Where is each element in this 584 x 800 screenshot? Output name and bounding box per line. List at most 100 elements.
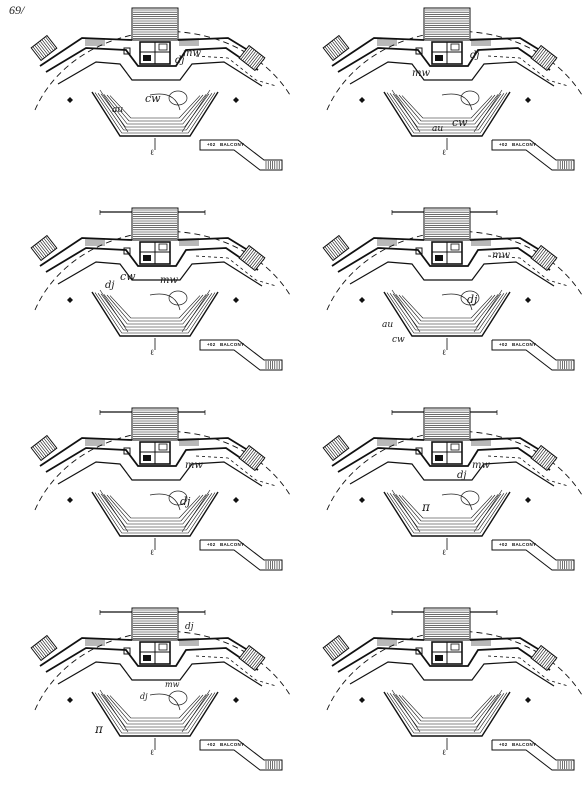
stair-hatch: [249, 653, 260, 667]
stair-hatch: [244, 449, 255, 463]
stair-hatch: [36, 43, 47, 57]
control-room: [415, 41, 463, 65]
stair-hatch: [36, 243, 47, 257]
stair-hatch: [245, 250, 257, 264]
stair-hatch: [245, 450, 257, 464]
left-stair-tower: [322, 234, 350, 262]
diamond-marker: [233, 297, 239, 303]
stair-hatch: [242, 448, 253, 461]
stair-hatch: [39, 240, 51, 254]
stair-hatch: [247, 52, 259, 66]
stair-hatch: [324, 46, 335, 60]
balcony-tag: +02: [207, 342, 216, 347]
stair-hatch: [537, 650, 549, 664]
centerline-label: ℓ: [442, 348, 446, 357]
diamond-marker: [525, 297, 531, 303]
centerline-label: ℓ: [442, 748, 446, 757]
stair-hatch: [242, 248, 253, 261]
stair-hatch: [45, 436, 56, 450]
stair-hatch: [32, 446, 43, 460]
balcony-outline: [491, 139, 575, 171]
stair-hatch: [247, 652, 259, 666]
plan-drawing: [30, 7, 291, 171]
seating-tiers: [91, 689, 219, 737]
diamond-marker: [525, 497, 531, 503]
balcony-label: BALCONY: [220, 542, 245, 547]
stair-hatch: [242, 48, 253, 61]
pen-annotations: [149, 290, 188, 311]
balcony-outline: [199, 139, 283, 171]
stair-hatch: [328, 643, 339, 657]
balcony-outline: [199, 739, 283, 771]
stair-hatch: [45, 236, 56, 250]
right-stair-tower: [530, 444, 558, 472]
handwritten-note: π: [95, 722, 103, 736]
stair-hatch: [536, 249, 547, 263]
handwritten-note: dj: [457, 470, 467, 481]
stair-hatch: [247, 452, 259, 466]
stair-hatch: [329, 42, 341, 56]
stair-hatch: [249, 253, 260, 267]
plan-drawing: [30, 407, 291, 571]
stair-hatch: [326, 245, 337, 258]
stair-hatch: [333, 439, 344, 453]
stair-hatch: [251, 655, 262, 669]
stair-hatch: [333, 639, 344, 653]
centerline-label: ℓ: [442, 548, 446, 557]
stair-hatch: [543, 455, 554, 469]
handwritten-note: dj: [470, 50, 480, 61]
diamond-marker: [359, 97, 365, 103]
stair-hatch: [335, 237, 346, 251]
stair-hatch: [329, 442, 341, 456]
handwritten-note: dj: [180, 495, 191, 508]
left-stair-tower: [30, 634, 58, 662]
pen-annotations: [441, 290, 480, 311]
stair-hatch: [543, 255, 554, 269]
diamond-marker: [67, 97, 73, 103]
stair-hatch: [532, 246, 543, 260]
plan-drawing: [30, 607, 291, 771]
handwritten-note: dj: [105, 280, 115, 291]
handwritten-note: dj: [175, 55, 185, 66]
balcony-outline: [491, 539, 575, 571]
handwritten-note: mw: [183, 48, 202, 59]
stage-block: [131, 607, 179, 641]
stair-hatch: [532, 446, 543, 460]
balcony-label: BALCONY: [220, 142, 245, 147]
plan-drawing: [322, 7, 583, 171]
balcony-tag: +02: [499, 142, 508, 147]
stair-hatch: [249, 453, 260, 467]
stair-hatch: [36, 443, 47, 457]
handwritten-note: au: [382, 320, 394, 330]
left-stair-tower: [30, 34, 58, 62]
pen-annotations: [441, 90, 480, 111]
centerline-label: ℓ: [442, 148, 446, 157]
diamond-marker: [525, 97, 531, 103]
stair-hatch: [34, 645, 45, 658]
stair-hatch: [532, 46, 543, 60]
diamond-marker: [233, 697, 239, 703]
centerline-label: ℓ: [150, 348, 154, 357]
stair-hatch: [242, 648, 253, 661]
stair-hatch: [45, 36, 56, 50]
stair-hatch: [539, 52, 551, 66]
control-room: [123, 41, 171, 65]
stair-hatch: [324, 246, 335, 260]
stair-hatch: [41, 439, 52, 453]
stair-hatch: [335, 37, 346, 51]
balcony-label: BALCONY: [512, 542, 537, 547]
stair-hatch: [534, 648, 545, 661]
handwritten-note: dj: [140, 692, 148, 701]
plan-drawing: [322, 407, 583, 571]
stair-hatch: [37, 442, 49, 456]
stage-block: [423, 7, 471, 41]
stair-hatch: [34, 445, 45, 458]
balcony-outline: [199, 539, 283, 571]
seating-tiers: [383, 289, 511, 337]
stair-hatch: [245, 50, 257, 64]
balcony-tag: +02: [207, 542, 216, 547]
stair-hatch: [39, 440, 51, 454]
control-room: [415, 641, 463, 665]
